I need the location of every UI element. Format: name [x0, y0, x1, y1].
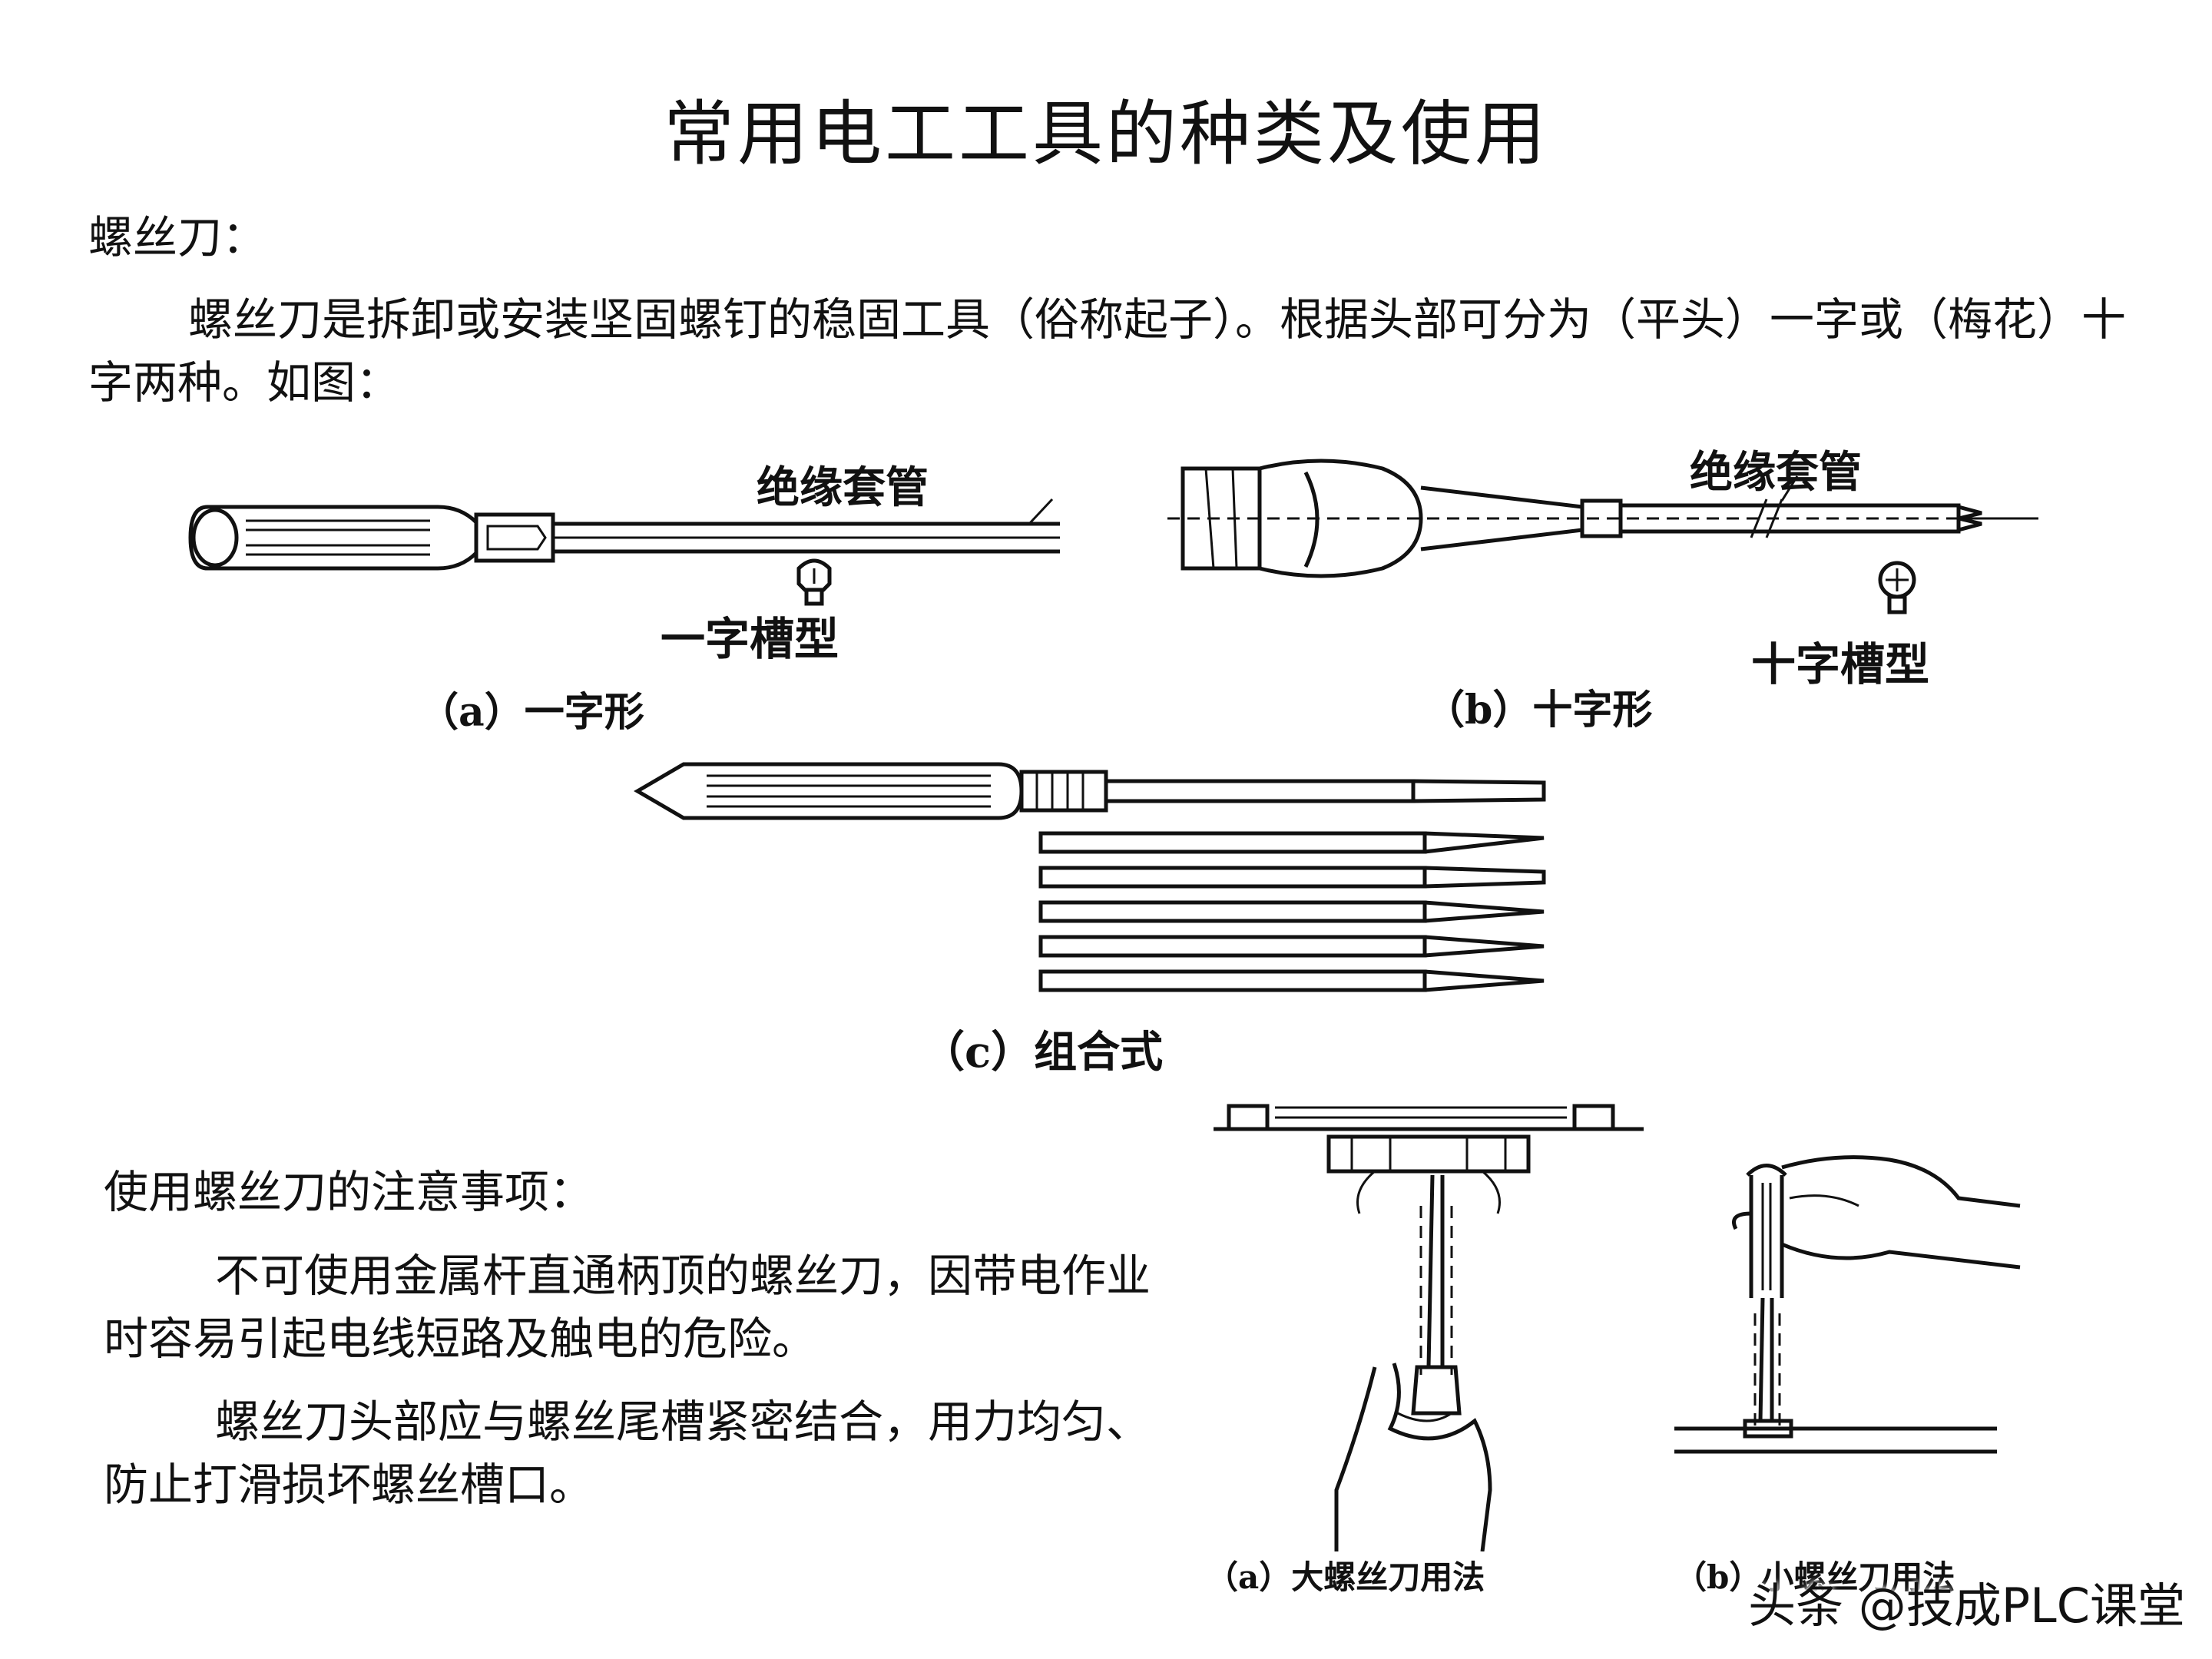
notes-heading: 使用螺丝刀的注意事项： — [104, 1166, 594, 1218]
figure-a-slot-label: 一字槽型 — [661, 613, 839, 665]
figure-b-caption: （b）十字形 — [1425, 687, 1653, 733]
usage-caption-a: （a）大螺丝刀用法 — [1206, 1558, 1485, 1596]
section-heading: 螺丝刀： — [88, 211, 267, 263]
figure-b-sleeve-label: 绝缘套管 — [1690, 447, 1862, 498]
figure-a-caption: （a）一字形 — [419, 689, 644, 736]
intro-paragraph: 螺丝刀是拆卸或安装坚固螺钉的稳固工具（俗称起子）。根据头部可分为（平头）一字或（… — [88, 293, 2127, 409]
combination-screwdriver-illustration — [634, 762, 1546, 992]
page-title: 常用电工工具的种类及使用 — [663, 93, 1548, 175]
phillips-screwdriver-illustration — [1167, 459, 2043, 614]
figure-a-sleeve-label: 绝缘套管 — [757, 462, 929, 513]
usage-caption-b: （b）小螺丝刀用法 — [1674, 1558, 1955, 1596]
note-item-2: 螺丝刀头部应与螺丝尾槽紧密结合，用力均匀、防止打滑损坏螺丝槽口。 — [104, 1396, 1151, 1511]
screwdriver-usage-illustration — [1214, 1104, 2021, 1551]
figure-c-caption: （c）组合式 — [922, 1027, 1164, 1078]
watermark: 头条 @技成PLC课堂 — [1748, 1578, 2185, 1634]
note-item-1: 不可使用金属杆直通柄顶的螺丝刀，因带电作业时容易引起电线短路及触电的危险。 — [104, 1250, 1151, 1365]
flat-screwdriver-illustration — [188, 498, 1060, 606]
figure-b-slot-label: 十字槽型 — [1751, 638, 1930, 690]
